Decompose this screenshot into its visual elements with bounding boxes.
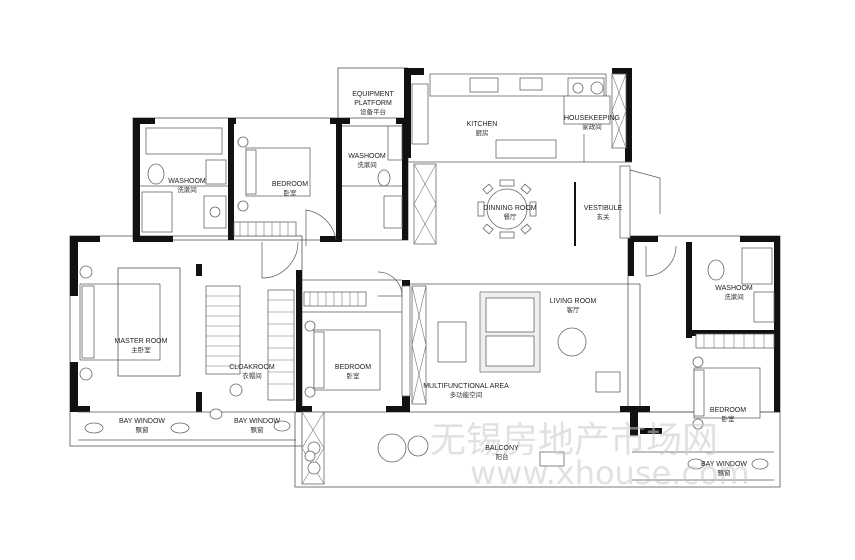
cloakroom-label: CLOAKROOM bbox=[229, 364, 275, 371]
doors bbox=[261, 134, 677, 297]
bay-window-left-label-cn: 飘窗 bbox=[136, 425, 149, 434]
master-room-label: MASTER ROOM bbox=[115, 338, 168, 345]
washroom-right-label: WASHOOM bbox=[715, 285, 753, 292]
housekeeping-label-cn: 家政间 bbox=[582, 122, 602, 131]
master-room-label-cn: 主卧室 bbox=[131, 345, 151, 354]
bedroom-right-bed bbox=[693, 367, 761, 419]
bedroom-top-label: BEDROOM bbox=[272, 181, 308, 188]
balcony-label: BALCONY bbox=[485, 445, 519, 452]
coffee-table bbox=[557, 327, 587, 357]
bedroom-middle-label-cn: 卧室 bbox=[347, 371, 361, 380]
walls bbox=[70, 68, 780, 436]
washroom-right-label-cn: 洗漱间 bbox=[724, 292, 744, 301]
bay-window-middle-label-cn: 飘窗 bbox=[251, 425, 264, 434]
cloakroom-label-cn: 衣帽间 bbox=[242, 371, 262, 380]
bedroom-top-bed bbox=[245, 147, 311, 197]
watermark-line1: 无锡房地产市场网 bbox=[430, 420, 718, 461]
bay-window-left-label: BAY WINDOW bbox=[119, 418, 165, 425]
kitchen-label-cn: 厨房 bbox=[476, 128, 489, 137]
washroom-top-left-label: WASHOOM bbox=[168, 178, 206, 185]
partitions bbox=[78, 161, 774, 481]
kitchen-label: KITCHEN bbox=[467, 121, 498, 128]
bedroom-middle-label: BEDROOM bbox=[335, 364, 371, 371]
washroom-middle-label-cn: 洗漱间 bbox=[357, 160, 377, 169]
vestibule-label-cn: 玄关 bbox=[597, 212, 611, 221]
dining-table bbox=[486, 188, 528, 230]
equipment-platform-label-line1: EQUIPMENT bbox=[352, 91, 394, 98]
bedroom-right-label: BEDROOM bbox=[710, 407, 746, 414]
bedroom-middle-bed bbox=[313, 329, 381, 391]
bay-window-middle-label: BAY WINDOW bbox=[234, 418, 280, 425]
living-room-label-cn: 客厅 bbox=[567, 305, 581, 314]
vestibule-label: VESTIBULE bbox=[584, 205, 623, 212]
balcony-label-cn: 阳台 bbox=[496, 452, 509, 461]
room-labels: EQUIPMENT PLATFORM 设备平台 KITCHEN 厨房 HOUSE… bbox=[115, 91, 753, 477]
watermark-line2: www.xhouse.com bbox=[470, 454, 750, 492]
washroom-middle-label: WASHOOM bbox=[348, 153, 386, 160]
bedroom-right-label-cn: 卧室 bbox=[722, 414, 736, 423]
housekeeping-label: HOUSEKEEPING bbox=[564, 115, 620, 122]
furniture bbox=[79, 73, 775, 475]
bedroom-top-label-cn: 卧室 bbox=[284, 188, 298, 197]
multifunctional-area-label-cn: 多功能空间 bbox=[450, 390, 483, 399]
bay-window-right-label-cn: 飘窗 bbox=[718, 468, 731, 477]
bay-window-right-label: BAY WINDOW bbox=[701, 461, 747, 468]
equipment-platform-label-line2: PLATFORM bbox=[354, 100, 392, 107]
equipment-platform-label-cn: 设备平台 bbox=[360, 107, 386, 116]
watermark: 无锡房地产市场网 www.xhouse.com bbox=[430, 420, 750, 492]
wardrobes bbox=[205, 221, 775, 401]
dining-room-label-cn: 餐厅 bbox=[504, 212, 518, 221]
dining-room-label: DINNING ROOM bbox=[483, 205, 536, 212]
living-room-label: LIVING ROOM bbox=[550, 298, 597, 305]
multifunctional-area-label: MULTIFUNCTIONAL AREA bbox=[423, 383, 509, 390]
washroom-top-left-label-cn: 洗漱间 bbox=[177, 185, 197, 194]
